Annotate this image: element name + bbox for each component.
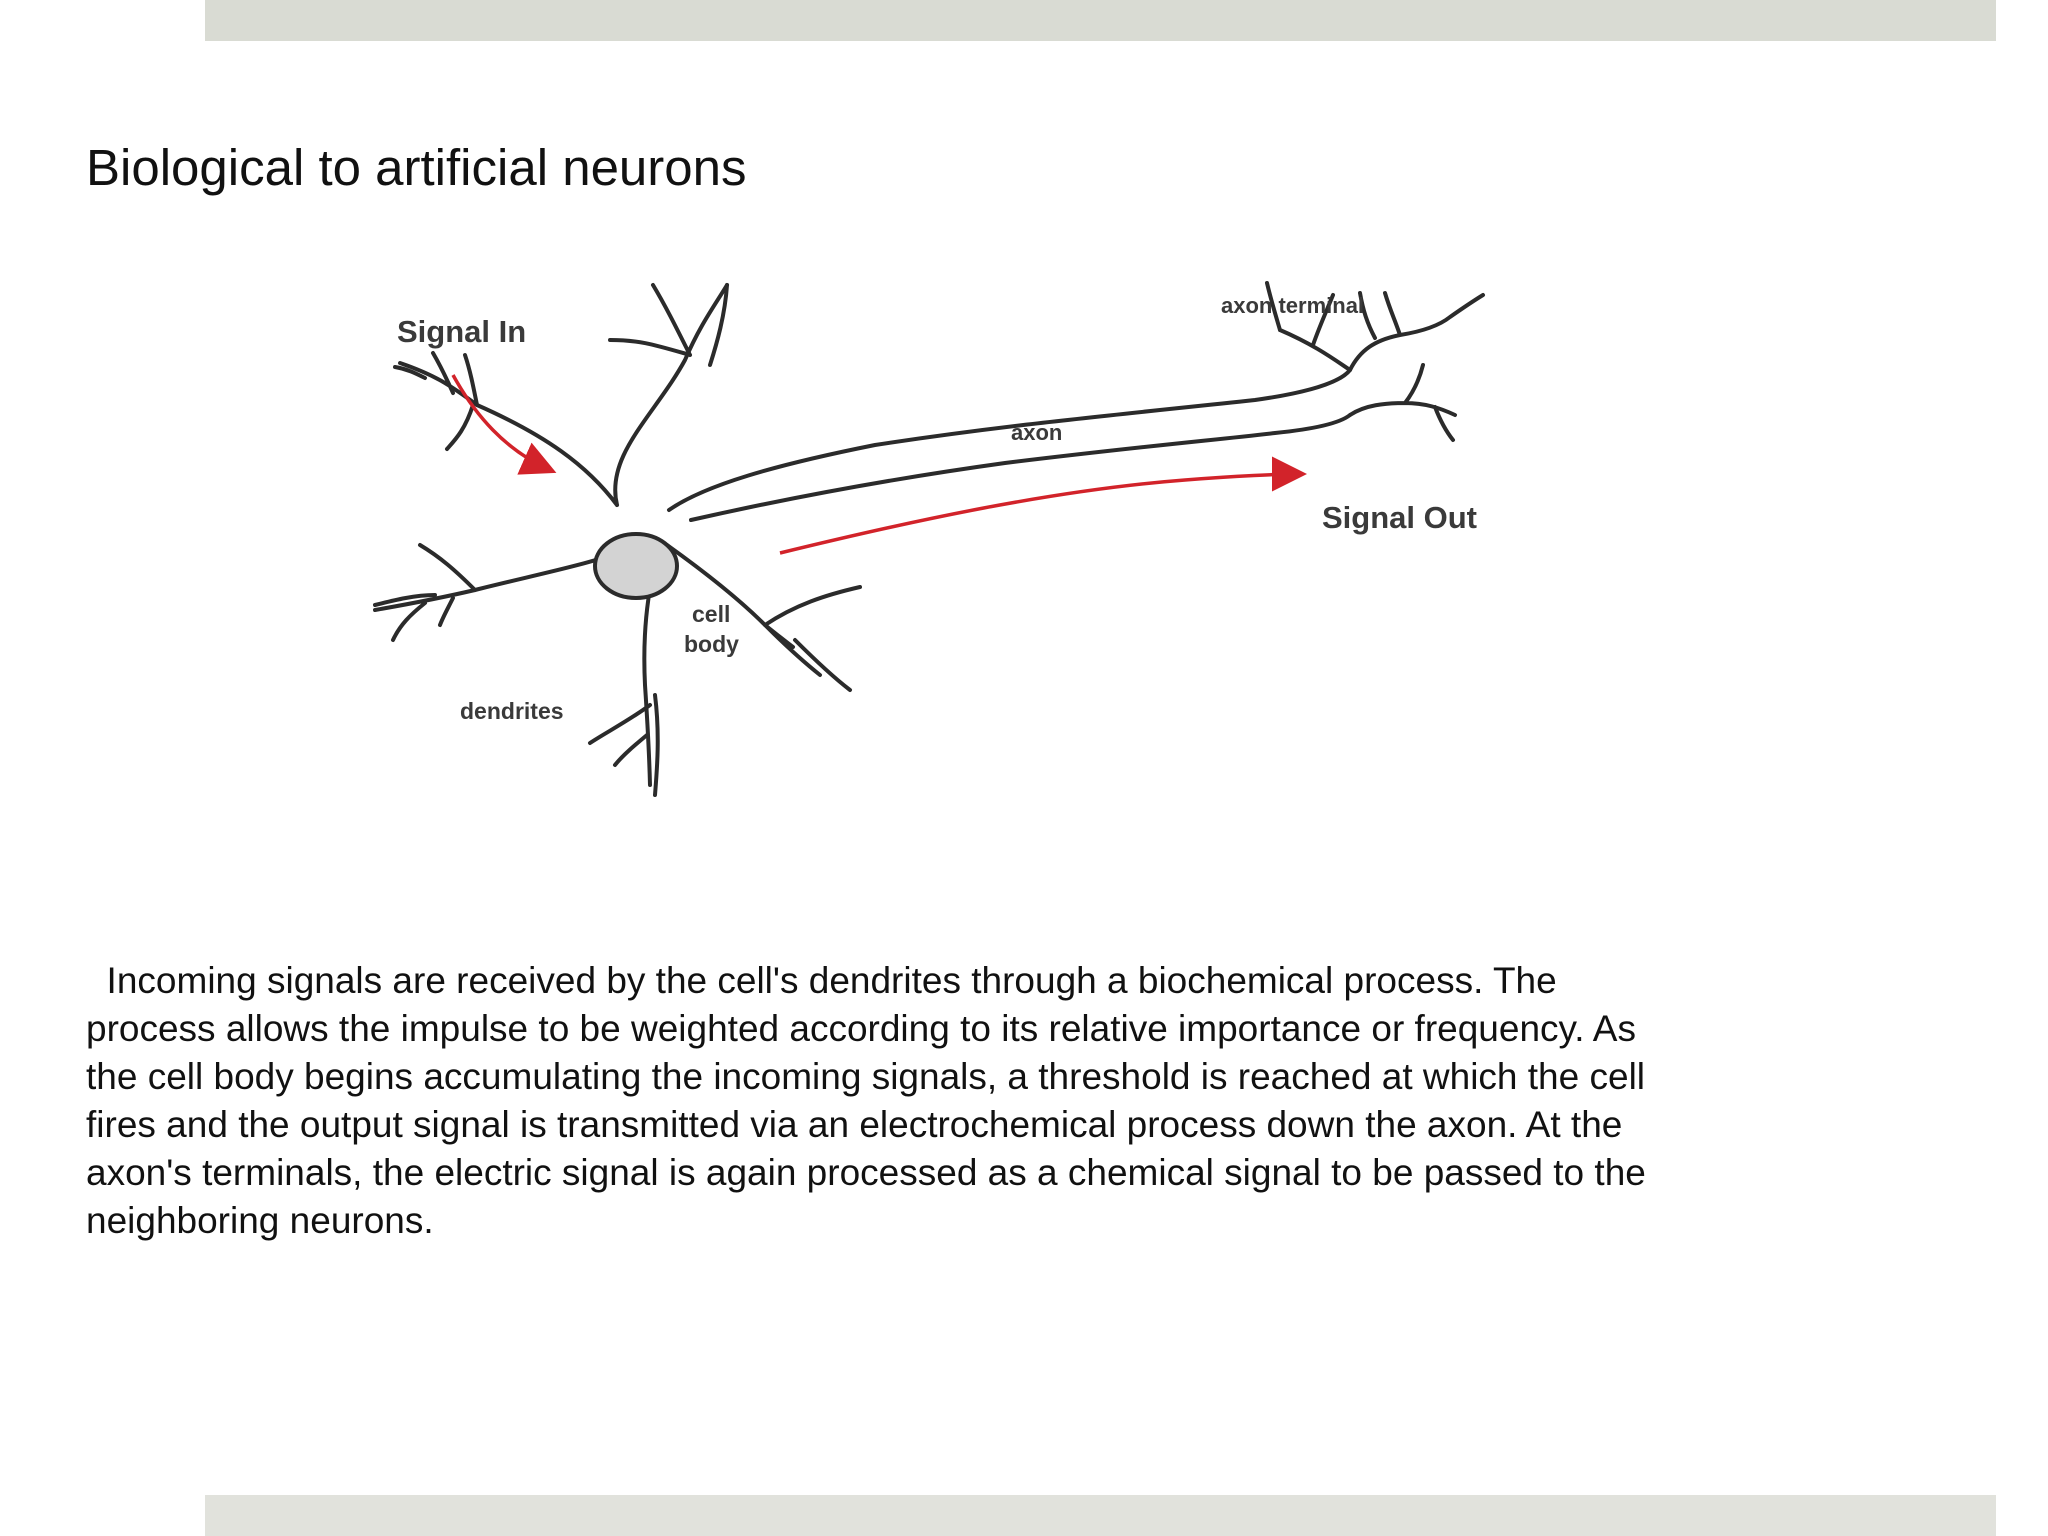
description-line: axon's terminals, the electric signal is… <box>86 1152 1646 1193</box>
label-axon: axon <box>1011 420 1062 445</box>
label-cell: cell <box>692 601 730 627</box>
description-line: the cell body begins accumulating the in… <box>86 1056 1646 1097</box>
description-line: neighboring neurons. <box>86 1200 434 1241</box>
label-dendrites: dendrites <box>460 698 564 724</box>
nucleus <box>593 532 679 600</box>
signal-in-arrow <box>451 374 557 475</box>
label-signal-in: Signal In <box>397 314 526 349</box>
top-band <box>205 0 1996 41</box>
label-body: body <box>684 631 739 657</box>
description-line: fires and the output signal is transmitt… <box>86 1104 1623 1145</box>
bottom-band <box>205 1495 1996 1536</box>
neuron-diagram: Signal In axon terminal axon Signal Out … <box>355 265 1620 820</box>
slide-title: Biological to artificial neurons <box>86 139 747 196</box>
bottom-dendrite <box>588 693 660 797</box>
signal-out-arrow <box>779 456 1307 555</box>
label-axon-terminal: axon terminal <box>1221 293 1364 318</box>
description-line: Incoming signals are received by the cel… <box>86 960 1557 1001</box>
left-upper-dendrite <box>393 351 479 407</box>
description-paragraph: Incoming signals are received by the cel… <box>86 957 1886 1245</box>
label-signal-out: Signal Out <box>1322 500 1477 535</box>
description-line: process allows the impulse to be weighte… <box>86 1008 1636 1049</box>
left-lower-dendrite <box>373 543 477 642</box>
top-dendrite <box>608 283 729 367</box>
axon-terminal-branches <box>1265 281 1485 442</box>
right-lower-dendrite <box>763 585 862 692</box>
